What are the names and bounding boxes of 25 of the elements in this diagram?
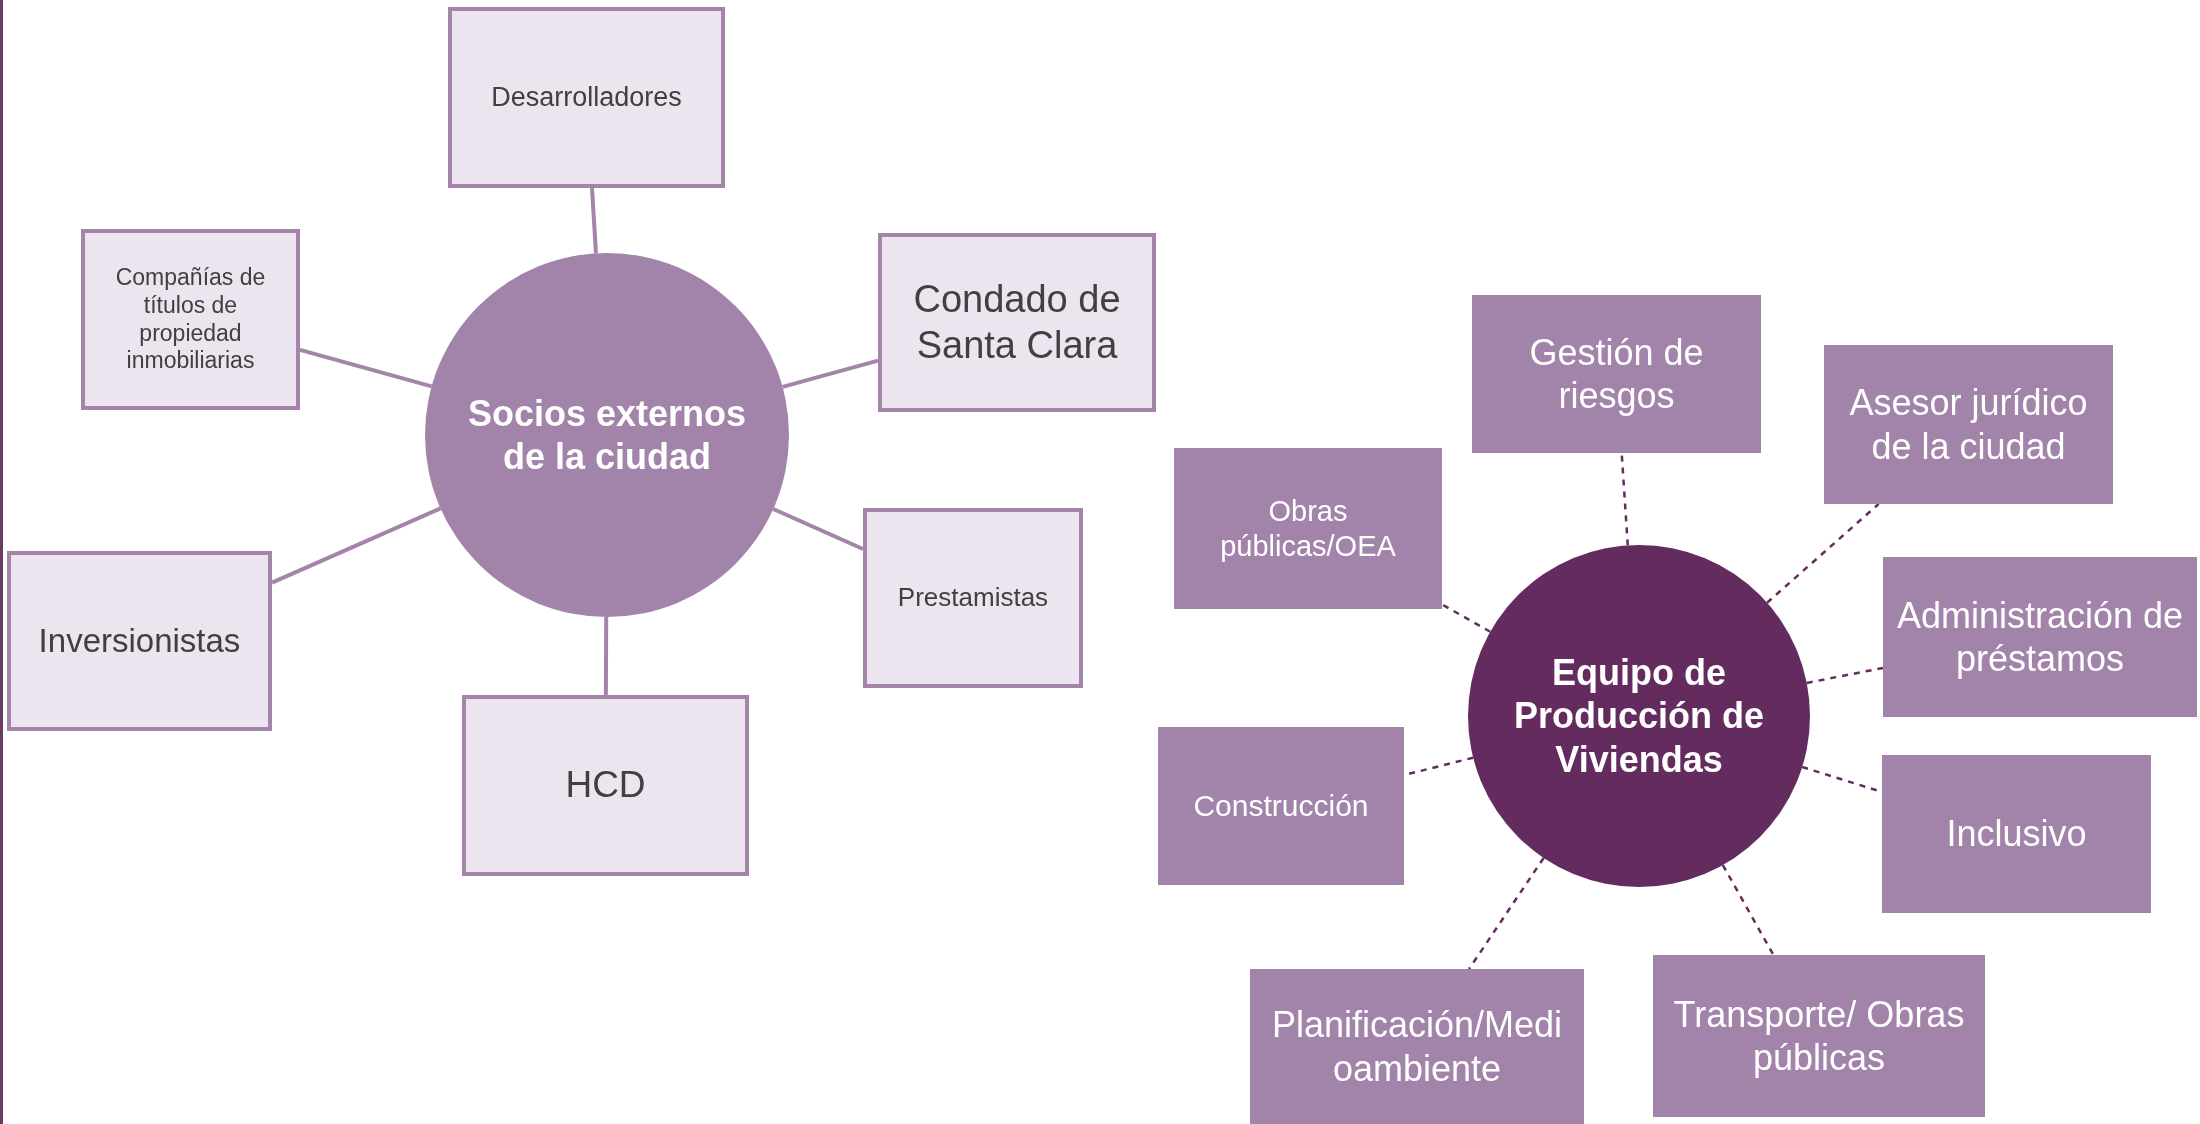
- dashed-connector: [1441, 603, 1491, 633]
- partner-box: HCD: [462, 695, 749, 876]
- team-box: Asesor jurídico de la ciudad: [1824, 345, 2113, 504]
- team-box: Obras públicas/OEA: [1174, 448, 1442, 609]
- connector-line: [603, 617, 609, 695]
- dashed-connector: [1468, 857, 1545, 970]
- partner-box: Compañías de títulos de propiedad inmobiliarias: [81, 229, 300, 410]
- team-box: Inclusivo: [1882, 755, 2151, 913]
- team-box: Administración de préstamos: [1883, 557, 2197, 717]
- partner-box: Prestamistas: [863, 508, 1083, 688]
- partner-box: Condado de Santa Clara: [878, 233, 1156, 412]
- partner-box: Desarrolladores: [448, 7, 725, 188]
- team-box: Construcción: [1158, 727, 1404, 885]
- team-box: Planificación/Medioambiente: [1250, 969, 1584, 1124]
- dashed-connector: [1766, 503, 1880, 604]
- connector-line: [590, 187, 598, 254]
- connector-line: [772, 507, 864, 551]
- connector-line: [782, 358, 879, 389]
- connector-line: [271, 506, 442, 585]
- partner-box: Inversionistas: [7, 551, 272, 731]
- team-box: Transporte/ Obras públicas: [1653, 955, 1985, 1117]
- team-box: Gestión de riesgos: [1472, 295, 1761, 453]
- connector-line: [299, 347, 433, 389]
- dashed-connector: [1806, 666, 1884, 685]
- dashed-connector: [1721, 864, 1775, 956]
